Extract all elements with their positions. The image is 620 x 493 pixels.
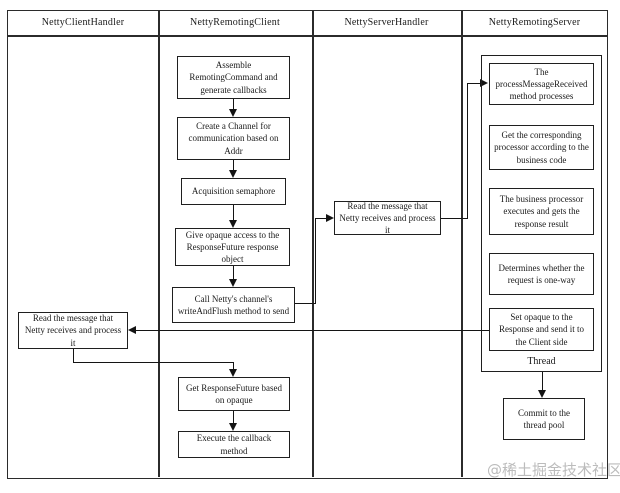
diagram-outer-border [7, 10, 608, 479]
flow-box-server-read-message: Read the message that Netty receives and… [334, 201, 441, 235]
flow-box-determine-oneway: Determines whether the request is one-wa… [489, 253, 594, 295]
flow-box-write-and-flush: Call Netty's channel's writeAndFlush met… [172, 287, 295, 323]
flow-box-commit-thread-pool: Commit to the thread pool [503, 398, 585, 440]
watermark-text: @稀土掘金技术社区 [487, 461, 620, 479]
lane-divider-2 [312, 10, 314, 477]
flow-box-client-read-message: Read the message that Netty receives and… [18, 312, 128, 349]
flow-box-process-message-received: The processMessageReceived method proces… [489, 63, 594, 105]
flow-box-create-channel: Create a Channel for communication based… [177, 117, 290, 160]
flow-box-business-processor: The business processor executes and gets… [489, 188, 594, 235]
flow-box-set-opaque: Set opaque to the Response and send it t… [489, 308, 594, 351]
flow-box-get-processor: Get the corresponding processor accordin… [489, 125, 594, 170]
header-separator-line [7, 35, 607, 37]
thread-container [481, 55, 602, 372]
lane-divider-1 [158, 10, 160, 477]
flow-box-assemble-remoting-command: Assemble RemotingCommand and generate ca… [177, 56, 290, 99]
flow-box-execute-callback: Execute the callback method [178, 431, 290, 458]
thread-container-label: Thread [527, 356, 556, 367]
lane-header-netty-client-handler: NettyClientHandler [41, 17, 125, 28]
lane-header-netty-server-handler: NettyServerHandler [344, 17, 429, 28]
lane-header-netty-remoting-client: NettyRemotingClient [190, 17, 280, 28]
flow-box-get-response-future: Get ResponseFuture based on opaque [178, 377, 290, 411]
lane-divider-3 [461, 10, 463, 477]
flow-box-acquisition-semaphore: Acquisition semaphore [181, 178, 286, 205]
lane-header-netty-remoting-server: NettyRemotingServer [488, 17, 581, 28]
flow-box-give-opaque: Give opaque access to the ResponseFuture… [175, 228, 290, 266]
